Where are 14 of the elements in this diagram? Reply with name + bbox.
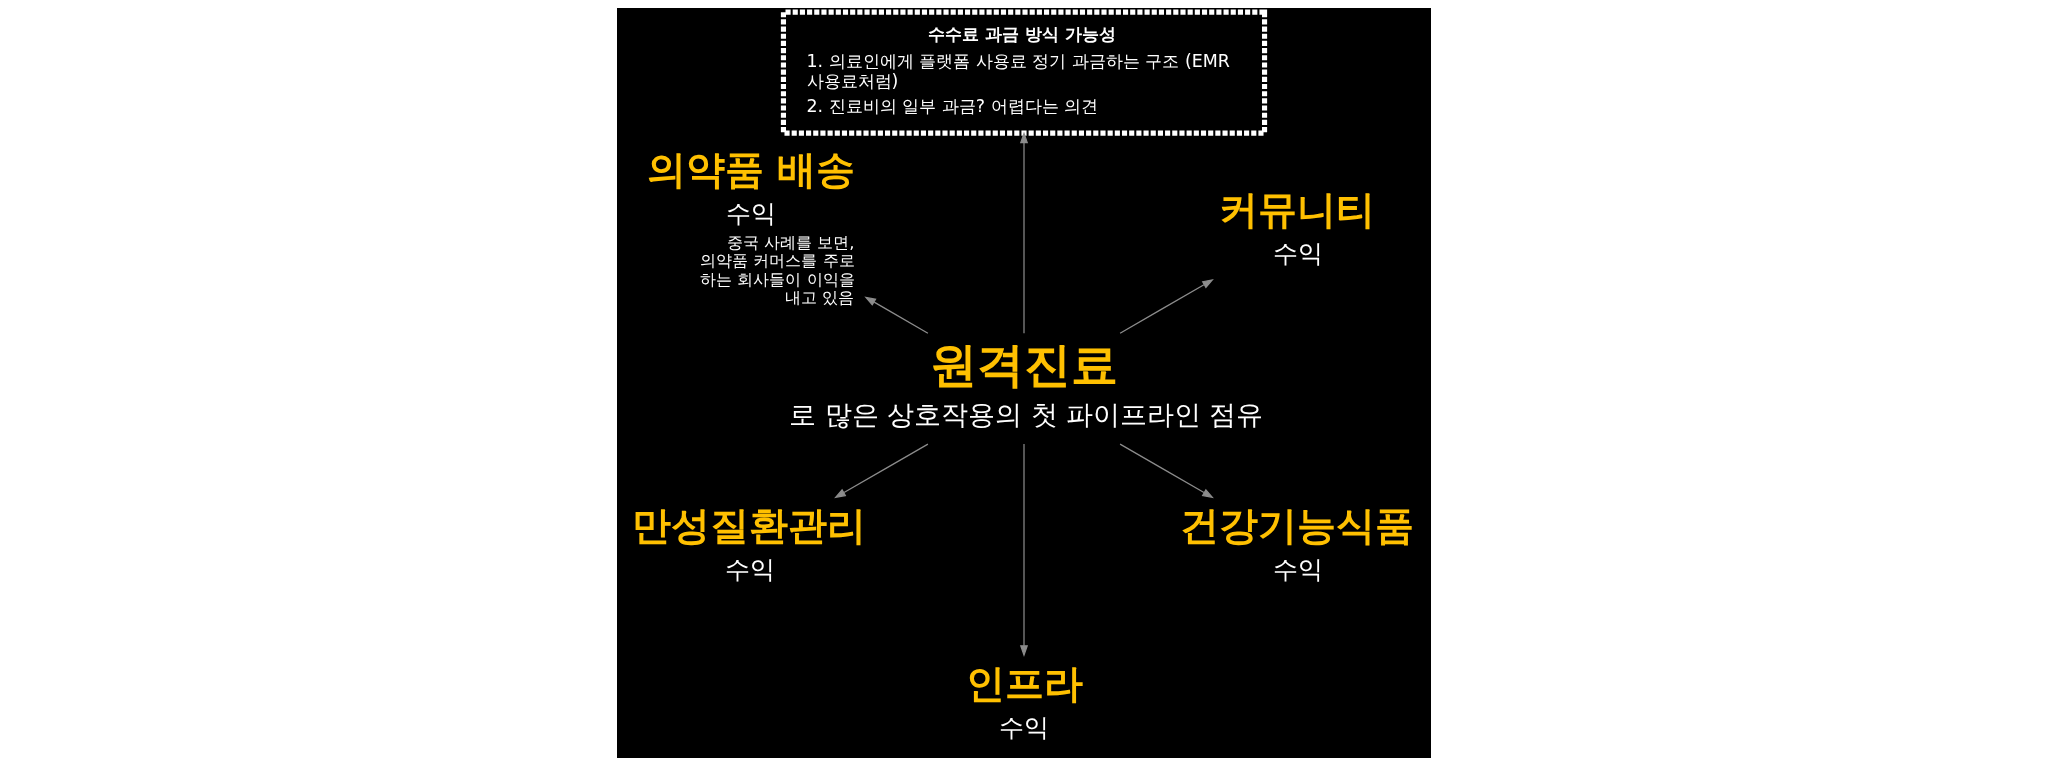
node-text: 만성질환관리 수익 bbox=[632, 502, 867, 584]
arrow bbox=[1019, 131, 1029, 334]
node-box: 수수료 과금 방식 가능성 1. 의료인에게 플랫폼 사용료 정기 과금하는 구조 (EMR 사용료처럼) 2. 진료비의 일부 과금? 어렵다는 의견 bbox=[780, 9, 1268, 136]
node-text: 인프라 수익 bbox=[965, 660, 1083, 742]
arrow bbox=[834, 443, 929, 499]
node-text: 의약품 배송 수익 bbox=[646, 146, 856, 228]
arrow bbox=[864, 296, 929, 334]
arrow bbox=[1119, 279, 1214, 334]
arrow bbox=[1019, 443, 1029, 657]
node-label: 중국 사례를 보면, 의약품 커머스를 주로 하는 회사들이 이익을 내고 있음 bbox=[700, 232, 855, 308]
node-text: 건강기능식품 수익 bbox=[1179, 502, 1414, 584]
arrow bbox=[1119, 443, 1214, 499]
node-text: 커뮤니티 수익 bbox=[1218, 186, 1375, 268]
node-text: 원격진료 로 많은 상호작용의 첫 파이프라인 점유 bbox=[789, 337, 1264, 431]
